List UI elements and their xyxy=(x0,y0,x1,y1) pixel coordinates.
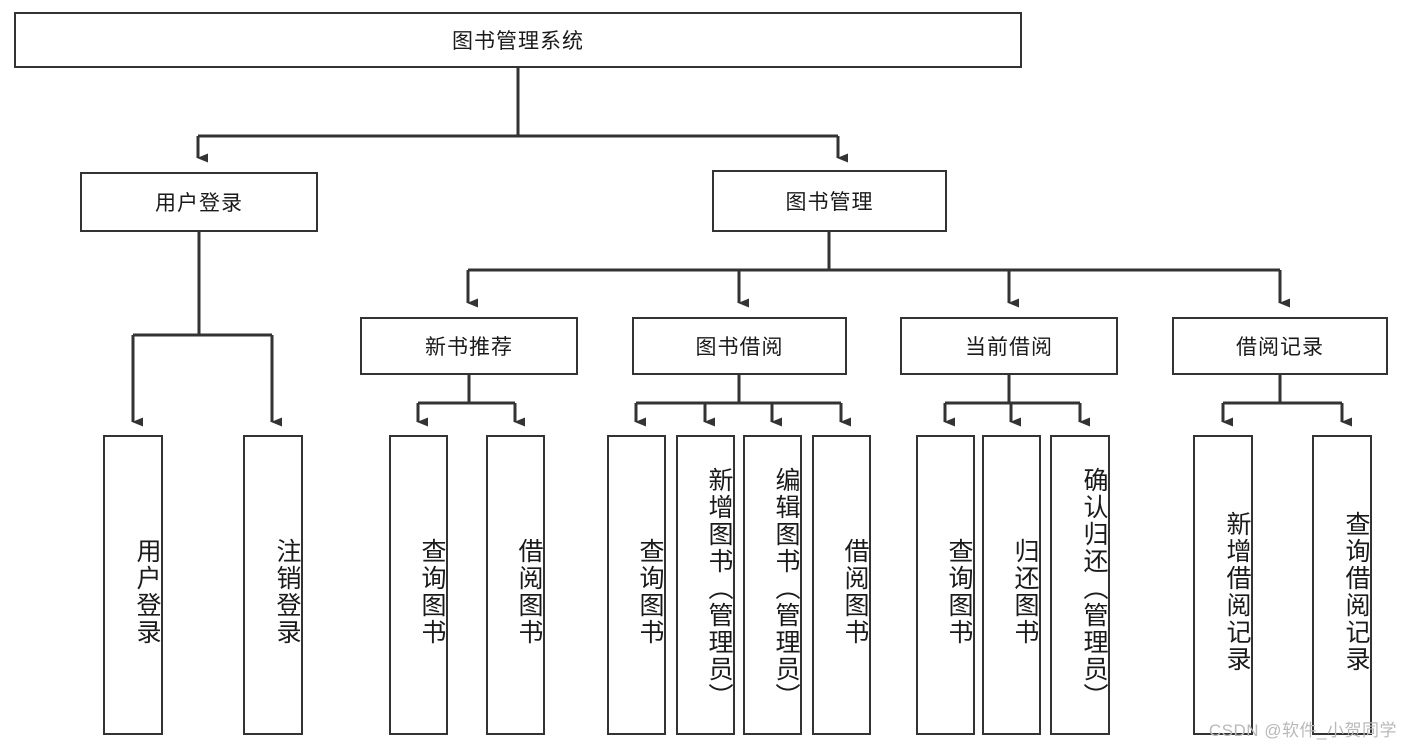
node-label: 图书管理 xyxy=(785,191,874,214)
node-label: 图书借阅 xyxy=(695,336,784,359)
node-book-management-system[interactable]: 图书管理系统 xyxy=(14,12,1022,68)
node-label: 借阅记录 xyxy=(1236,336,1324,359)
node-label: 查询借阅记录 xyxy=(1342,511,1370,673)
node-book-borrow[interactable]: 图书借阅 xyxy=(632,317,847,375)
leaf-borrow-book-2[interactable]: 借阅图书 xyxy=(812,435,871,735)
node-label: 图书管理系统 xyxy=(452,30,584,53)
watermark: CSDN @软件_小贺同学 xyxy=(1208,721,1397,740)
node-label: 查询图书 xyxy=(636,538,664,646)
node-label: 查询图书 xyxy=(418,538,446,646)
node-current-borrow[interactable]: 当前借阅 xyxy=(900,317,1118,375)
leaf-query-book-2[interactable]: 查询图书 xyxy=(607,435,666,735)
node-new-book-recommend[interactable]: 新书推荐 xyxy=(360,317,578,375)
node-label: 当前借阅 xyxy=(965,336,1053,359)
node-book-management[interactable]: 图书管理 xyxy=(712,170,947,232)
node-label: 注销登录 xyxy=(273,538,301,646)
node-label: 归还图书 xyxy=(1011,538,1039,646)
leaf-logout[interactable]: 注销登录 xyxy=(243,435,303,735)
node-label: 查询图书 xyxy=(945,538,973,646)
leaf-edit-book[interactable]: 编辑图书（管理员） xyxy=(743,435,802,735)
node-user-login[interactable]: 用户登录 xyxy=(80,172,318,232)
leaf-query-book-1[interactable]: 查询图书 xyxy=(389,435,448,735)
leaf-confirm-return[interactable]: 确认归还（管理员） xyxy=(1050,435,1110,735)
node-label: 新增图书（管理员） xyxy=(705,466,733,710)
node-label: 用户登录 xyxy=(133,538,161,646)
node-label: 确认归还（管理员） xyxy=(1080,466,1108,710)
leaf-add-book[interactable]: 新增图书（管理员） xyxy=(676,435,735,735)
leaf-user-login[interactable]: 用户登录 xyxy=(103,435,163,735)
node-label: 编辑图书（管理员） xyxy=(772,466,800,710)
leaf-add-record[interactable]: 新增借阅记录 xyxy=(1193,435,1253,735)
leaf-query-book-3[interactable]: 查询图书 xyxy=(916,435,975,735)
leaf-borrow-book-1[interactable]: 借阅图书 xyxy=(486,435,545,735)
node-label: 用户登录 xyxy=(155,192,243,215)
node-label: 借阅图书 xyxy=(841,538,869,646)
leaf-return-book[interactable]: 归还图书 xyxy=(982,435,1041,735)
node-label: 新增借阅记录 xyxy=(1223,511,1251,673)
node-label: 借阅图书 xyxy=(515,538,543,646)
node-label: 新书推荐 xyxy=(425,336,513,359)
node-borrow-record[interactable]: 借阅记录 xyxy=(1172,317,1388,375)
leaf-query-record[interactable]: 查询借阅记录 xyxy=(1312,435,1372,735)
